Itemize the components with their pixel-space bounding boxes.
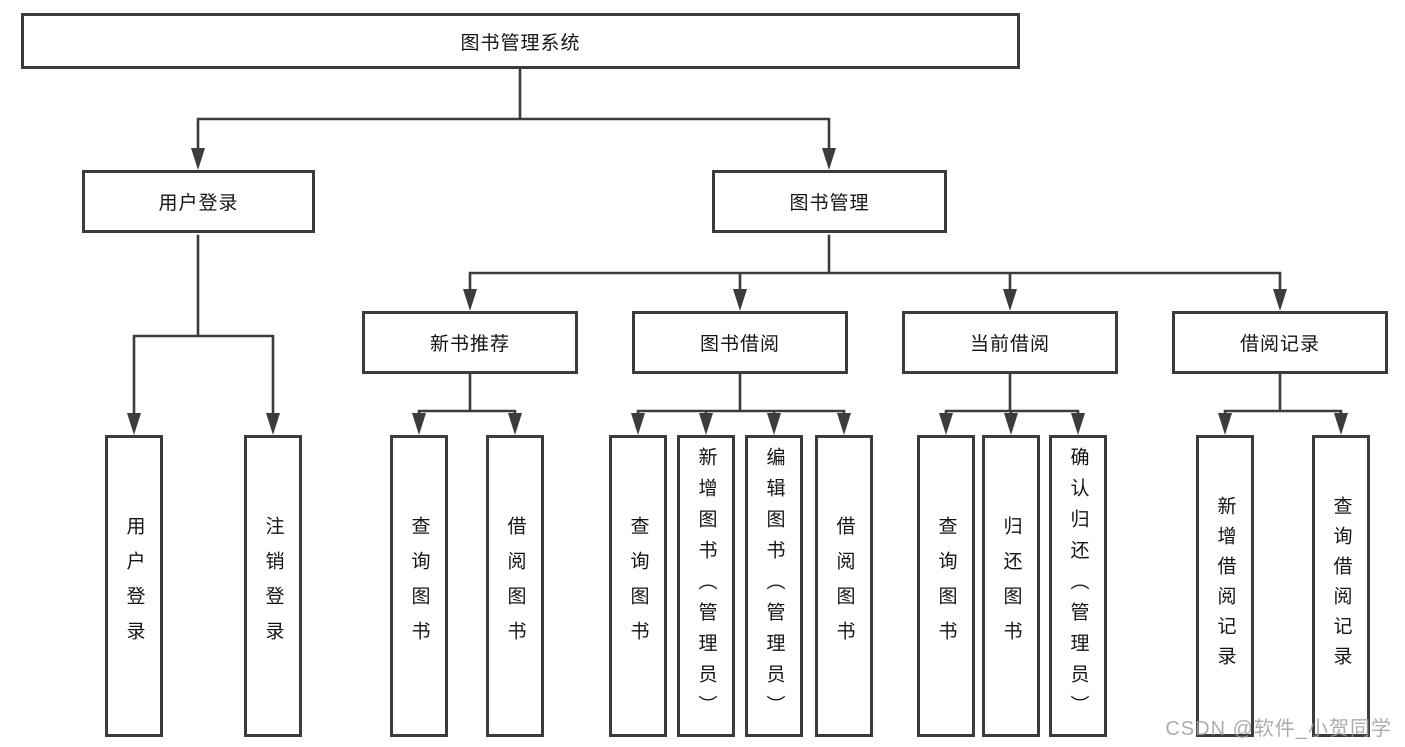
leaf-query-books-recommend: 查询图书 <box>390 435 448 737</box>
leaf-query-borrow-record: 查询借阅记录 <box>1312 435 1370 737</box>
leaf-label: 新增图书（管理员） <box>695 446 717 726</box>
leaf-label: 编辑图书（管理员） <box>763 446 785 726</box>
arrow-down-icons <box>127 148 1348 435</box>
leaf-label: 借阅图书 <box>504 516 526 656</box>
leaf-label: 查询借阅记录 <box>1330 496 1352 676</box>
leaf-borrow-books-borrowing: 借阅图书 <box>815 435 873 737</box>
leaf-logout-login: 注销登录 <box>244 435 302 737</box>
leaf-label: 用户登录 <box>123 516 145 656</box>
node-borrowing-records: 借阅记录 <box>1172 311 1388 374</box>
leaf-add-book-admin: 新增图书（管理员） <box>677 435 735 737</box>
node-book-borrowing: 图书借阅 <box>632 311 848 374</box>
node-current-borrowing: 当前借阅 <box>902 311 1118 374</box>
leaf-label: 归还图书 <box>1000 516 1022 656</box>
leaf-label: 查询图书 <box>627 516 649 656</box>
leaf-label: 借阅图书 <box>833 516 855 656</box>
leaf-add-borrow-record: 新增借阅记录 <box>1196 435 1254 737</box>
leaf-label: 查询图书 <box>935 516 957 656</box>
node-library-management-system: 图书管理系统 <box>21 13 1020 69</box>
leaf-label: 注销登录 <box>262 516 284 656</box>
leaf-return-book: 归还图书 <box>982 435 1040 737</box>
leaf-user-login: 用户登录 <box>105 435 163 737</box>
leaf-label: 查询图书 <box>408 516 430 656</box>
leaf-query-books-borrowing: 查询图书 <box>609 435 667 737</box>
leaf-query-books-current: 查询图书 <box>917 435 975 737</box>
node-new-book-recommendation: 新书推荐 <box>362 311 578 374</box>
connector-lines <box>132 67 1343 420</box>
leaf-edit-book-admin: 编辑图书（管理员） <box>745 435 803 737</box>
node-user-login: 用户登录 <box>82 170 315 233</box>
leaf-confirm-return-admin: 确认归还（管理员） <box>1049 435 1107 737</box>
leaf-borrow-books-recommend: 借阅图书 <box>486 435 544 737</box>
leaf-label: 确认归还（管理员） <box>1067 446 1089 726</box>
leaf-label: 新增借阅记录 <box>1214 496 1236 676</box>
watermark: CSDN @软件_小贺同学 <box>1165 718 1392 740</box>
node-book-management: 图书管理 <box>712 170 947 233</box>
